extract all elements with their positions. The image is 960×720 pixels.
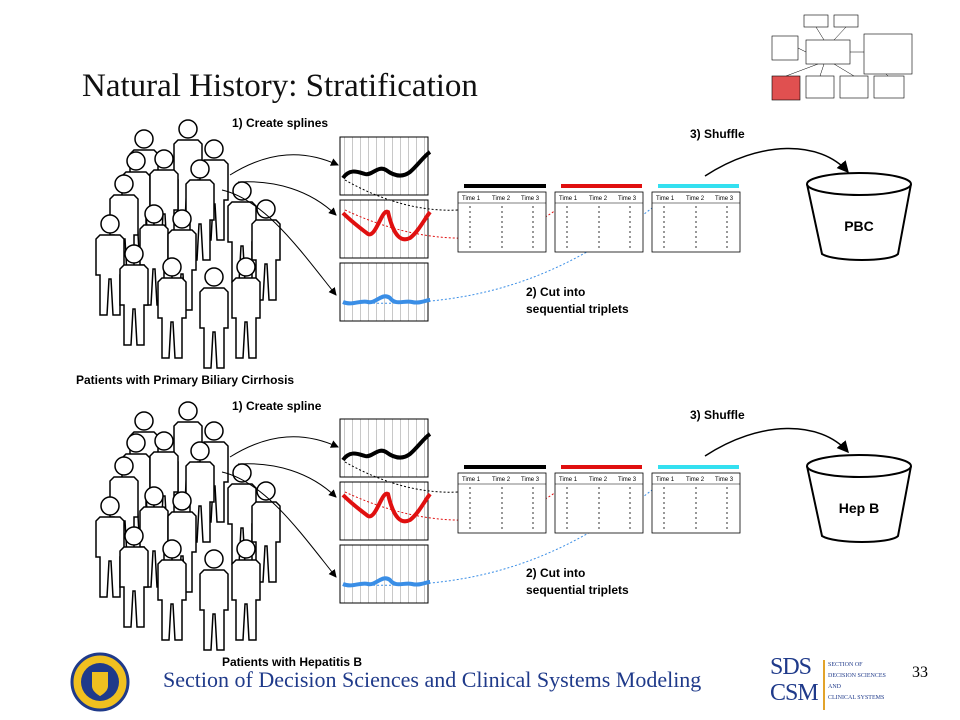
overview-minimap xyxy=(771,14,913,101)
sds-csm-logo: SDS CSM xyxy=(770,654,819,706)
panel-2-crowd xyxy=(95,401,281,651)
triplet-time-label: Time 3 xyxy=(521,196,540,202)
panel-1-crowd xyxy=(95,119,281,369)
logo-line-2: DECISION SCIENCES xyxy=(828,673,886,679)
triplet-time-label: Time 1 xyxy=(559,196,578,202)
triplet-time-labels: Time 1 Time 2 Time 3 Time 1 Time 2 Time 3 Time… xyxy=(462,196,734,483)
panel-1-shuffle-arrow xyxy=(704,147,849,177)
triplet-time-label: Time 1 xyxy=(656,477,675,483)
university-seal-logo xyxy=(70,652,130,712)
logo-line-1: SECTION OF xyxy=(828,662,863,668)
triplet-time-label: Time 3 xyxy=(618,196,637,202)
logo-line-3: AND xyxy=(828,684,841,690)
panel-2-arrows xyxy=(221,436,339,578)
panel-1-triplet-tables xyxy=(457,184,741,253)
logo-csm-text: CSM xyxy=(770,680,819,706)
panel-2-bucket-label: Hep B xyxy=(838,500,880,516)
panel-1-bucket-label: PBC xyxy=(844,218,874,234)
triplet-time-label: Time 2 xyxy=(686,196,705,202)
panel-2-bucket xyxy=(806,454,912,543)
panel-1-cut-label-line2: sequential triplets xyxy=(526,302,629,316)
triplet-time-label: Time 3 xyxy=(618,477,637,483)
triplet-time-label: Time 2 xyxy=(589,196,608,202)
panel-1-spline-charts xyxy=(339,136,432,322)
panel-2-group-label: Patients with Hepatitis B xyxy=(222,655,363,669)
triplet-time-label: Time 1 xyxy=(462,477,481,483)
triplet-time-label: Time 3 xyxy=(715,196,734,202)
panel-2-cut-label-line2: sequential triplets xyxy=(526,583,629,597)
logo-line-4: CLINICAL SYSTEMS xyxy=(828,695,885,701)
triplet-time-label: Time 3 xyxy=(715,477,734,483)
panel-1-cut-label-line1: 2) Cut into xyxy=(526,285,586,299)
logo-wordmark: SECTION OF DECISION SCIENCES AND CLINICA… xyxy=(823,660,917,710)
triplet-time-label: Time 1 xyxy=(656,196,675,202)
panel-2-triplet-tables xyxy=(457,465,741,534)
panel-1-splines-label: 1) Create splines xyxy=(232,116,329,130)
panel-1-group-label: Patients with Primary Biliary Cirrhosis xyxy=(76,373,295,387)
triplet-time-label: Time 2 xyxy=(492,196,511,202)
slide-title: Natural History: Stratification xyxy=(82,68,478,104)
panel-2-shuffle-label: 3) Shuffle xyxy=(690,408,745,422)
page-number: 33 xyxy=(912,664,928,681)
triplet-time-label: Time 2 xyxy=(492,477,511,483)
triplet-time-label: Time 3 xyxy=(521,477,540,483)
triplet-time-label: Time 1 xyxy=(559,477,578,483)
panel-1-shuffle-label: 3) Shuffle xyxy=(690,127,745,141)
logo-sds-text: SDS xyxy=(770,654,812,680)
triplet-time-label: Time 2 xyxy=(686,477,705,483)
panel-2-spline-charts xyxy=(339,418,432,604)
triplet-time-label: Time 2 xyxy=(589,477,608,483)
triplet-time-label: Time 1 xyxy=(462,196,481,202)
panel-2-cut-label-line1: 2) Cut into xyxy=(526,566,586,580)
panel-1-arrows xyxy=(221,154,339,296)
panel-2-shuffle-arrow xyxy=(704,427,849,457)
footer-text: Section of Decision Sciences and Clinica… xyxy=(163,667,702,692)
panel-1-bucket xyxy=(806,172,912,261)
panel-2-splines-label: 1) Create spline xyxy=(232,399,322,413)
